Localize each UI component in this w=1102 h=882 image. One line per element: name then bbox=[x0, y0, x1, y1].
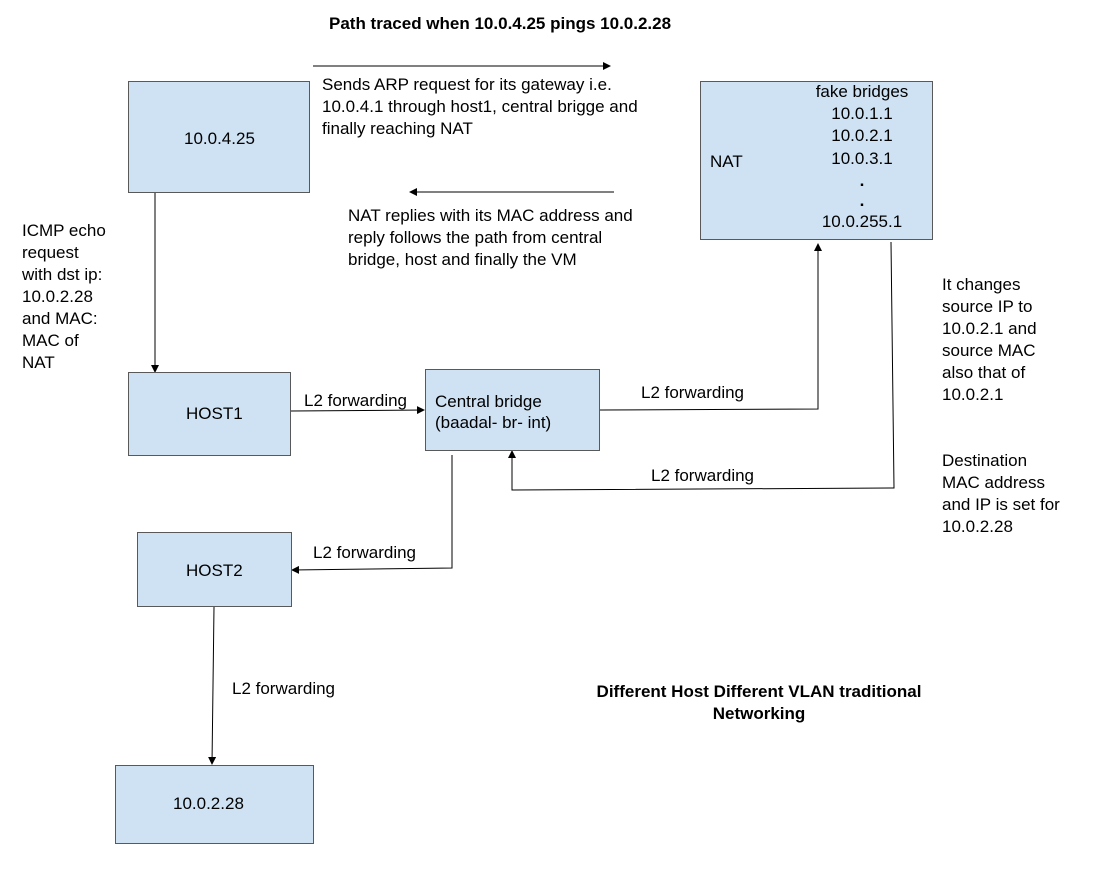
bridge-to-host2-edge bbox=[291, 455, 453, 574]
host1-label: HOST1 bbox=[186, 404, 243, 423]
host1-to-bridge-edge bbox=[290, 406, 425, 415]
fake-bridge-item: . bbox=[859, 171, 865, 190]
host2-label: HOST2 bbox=[186, 561, 243, 580]
vm-src-node: 10.0.4.25 bbox=[128, 81, 310, 193]
vm-dst-node: 10.0.2.28 bbox=[115, 765, 314, 844]
fake-bridge-item: 10.0.2.1 bbox=[831, 126, 893, 145]
edge-label-bridge-host2: L2 forwarding bbox=[313, 543, 417, 562]
nat-node: NAT fake bridges 10.0.1.1 10.0.2.1 10.0.… bbox=[700, 81, 933, 240]
diagram-title: Path traced when 10.0.4.25 pings 10.0.2.… bbox=[329, 14, 672, 33]
edge-label-host2-vm: L2 forwarding bbox=[232, 679, 336, 698]
fake-bridge-item: 10.0.3.1 bbox=[831, 149, 893, 168]
nat-to-bridge-edge bbox=[508, 241, 895, 491]
diagram-subtitle: Different Host Different VLAN traditiona… bbox=[596, 682, 922, 723]
arp-request-note: Sends ARP request for its gateway i.e. 1… bbox=[322, 75, 638, 138]
fake-bridges-heading: fake bridges bbox=[815, 82, 909, 101]
host2-to-vm-edge bbox=[208, 606, 217, 765]
edge-label-bridge-nat: L2 forwarding bbox=[641, 383, 745, 402]
edge-label-host1-bridge: L2 forwarding bbox=[304, 391, 408, 410]
central-bridge-node: Central bridge (baadal- br- int) bbox=[425, 369, 600, 451]
bridge-to-nat-edge bbox=[599, 243, 822, 411]
vm-src-label: 10.0.4.25 bbox=[184, 129, 255, 148]
edge-label-nat-bridge: L2 forwarding bbox=[651, 466, 755, 485]
nat-reply-note: NAT replies with its MAC address and rep… bbox=[348, 206, 633, 269]
host1-node: HOST1 bbox=[128, 372, 291, 456]
host2-node: HOST2 bbox=[137, 532, 292, 607]
fake-bridge-item: 10.0.1.1 bbox=[831, 104, 893, 123]
vm-dst-label: 10.0.2.28 bbox=[173, 794, 244, 813]
icmp-request-note: ICMP echo request with dst ip: 10.0.2.28… bbox=[22, 221, 106, 372]
nat-destination-note: Destination MAC address and IP is set fo… bbox=[942, 451, 1060, 536]
nat-label: NAT bbox=[710, 152, 743, 171]
central-bridge-label: Central bridge (baadal- br- int) bbox=[435, 392, 552, 432]
nat-source-change-note: It changes source IP to 10.0.2.1 and sou… bbox=[942, 275, 1037, 404]
fake-bridge-item: 10.0.255.1 bbox=[821, 212, 903, 231]
fake-bridge-item: . bbox=[859, 191, 865, 210]
